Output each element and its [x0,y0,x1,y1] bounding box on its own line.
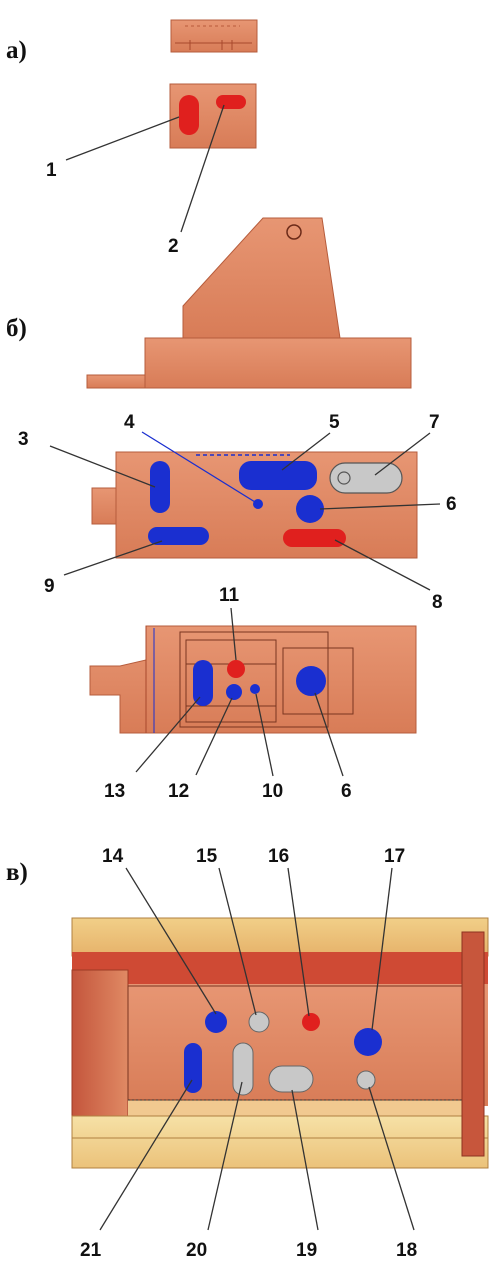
callout-7: 7 [429,412,440,433]
mark-14-blue-hole [205,1011,227,1033]
callout-21: 21 [80,1240,102,1261]
callout-14: 14 [102,846,124,867]
leader-5 [281,432,331,471]
callout-13: 13 [104,781,125,802]
callout-19: 19 [296,1240,317,1261]
section-label-v: в) [6,859,28,886]
callout-15: 15 [196,846,218,867]
leader-4 [141,431,256,503]
callout-6: 6 [446,494,457,515]
hole-circle-icon [286,224,302,240]
part-b-side-view [86,217,412,389]
mark-7-grey-slot [329,462,403,494]
callout-3: 3 [18,429,29,450]
mark-17-blue-hole [354,1028,382,1056]
leader-1 [65,116,180,161]
mark-9-blue-slot [148,527,209,545]
mark-12-blue-hole [226,684,242,700]
callout-8: 8 [432,592,443,613]
callout-2: 2 [168,236,179,257]
mark-6-blue-hole-bottom [296,666,326,696]
section-label-b: б) [6,315,27,342]
leader-19 [291,1089,319,1231]
mark-4-blue-hole [253,499,263,509]
leader-2 [180,104,225,233]
mark-6-blue-hole [296,495,324,523]
leader-14 [125,867,217,1015]
leader-8 [334,539,431,591]
mark-18-grey-hole [356,1070,376,1090]
leader-13 [135,696,201,773]
leader-10 [255,693,274,777]
mark-11-red-hole [227,660,245,678]
leader-15 [218,867,257,1016]
part-v-assembly [71,917,489,1169]
callout-5: 5 [329,412,340,433]
mark-20-grey-slot [232,1042,254,1096]
mark-2-red-slot [216,95,246,109]
callout-1: 1 [46,160,57,181]
callout-20: 20 [186,1240,207,1261]
mark-3-blue-slot [150,461,170,513]
mark-5-blue-slot [239,461,317,490]
mark-8-red-slot [283,529,346,547]
mark-19-grey-slot [268,1065,314,1093]
callout-17: 17 [384,846,405,867]
callout-16: 16 [268,846,289,867]
mark-10-blue-hole [250,684,260,694]
callout-11: 11 [219,585,240,606]
leader-20 [207,1081,243,1231]
leader-6 [319,503,441,510]
part-b-bottom-view [89,625,417,734]
callout-10: 10 [262,781,283,802]
leader-11 [230,607,237,661]
mark-13-blue-slot [193,660,213,706]
callout-9: 9 [44,576,55,597]
leader-21 [99,1079,193,1231]
leader-16 [287,867,310,1017]
leader-6b [314,692,344,777]
section-label-a: а) [6,37,27,64]
leader-18 [368,1086,415,1231]
mark-15-grey-hole [248,1011,270,1033]
mark-1-red-slot [179,95,199,135]
mark-21-blue-slot [184,1043,202,1093]
mark-16-red-hole [302,1013,320,1031]
callout-6-bottom: 6 [341,781,352,802]
part-a-top-block [170,19,258,53]
leader-7 [374,432,431,476]
leader-9 [63,540,163,576]
leader-3 [49,445,156,488]
part-b-top-view [91,451,418,559]
leader-12 [195,697,233,776]
callout-4: 4 [124,412,135,433]
callout-12: 12 [168,781,189,802]
callout-18: 18 [396,1240,417,1261]
leader-17 [371,867,393,1031]
